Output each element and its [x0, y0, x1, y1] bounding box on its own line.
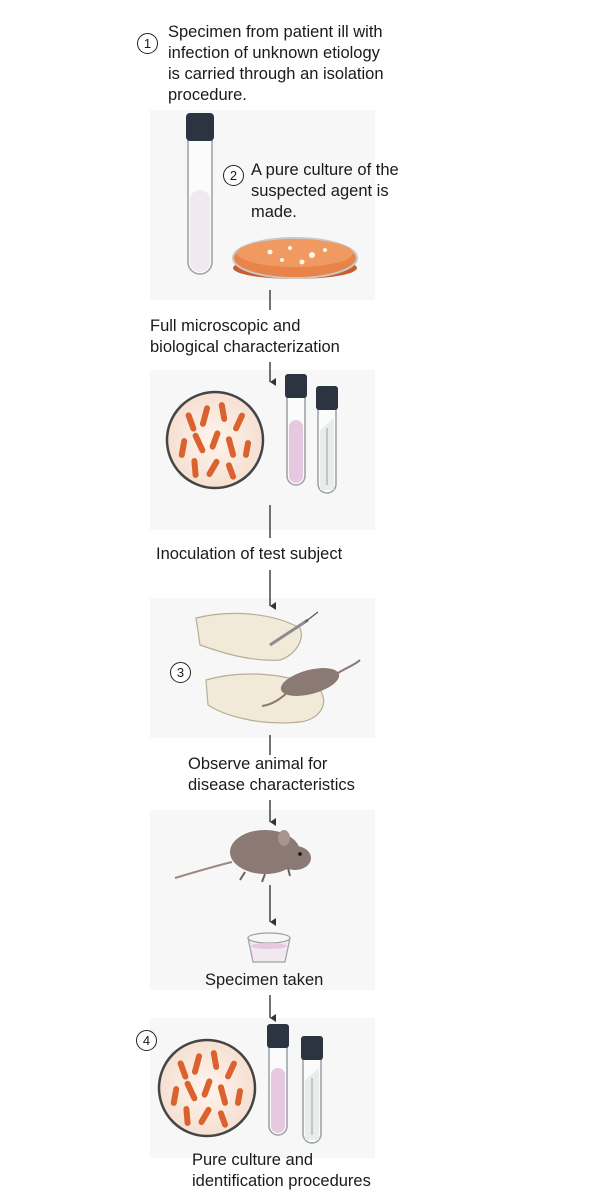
mouse-illustration	[174, 830, 311, 883]
microscope-view-bacteria-final	[157, 1038, 257, 1138]
step-number-2: 2	[223, 165, 244, 186]
specimen-cup	[247, 932, 291, 963]
final-label: Pure culture and identification procedur…	[192, 1151, 371, 1190]
inoculation-label: Inoculation of test subject	[156, 545, 343, 563]
step-number-4: 4	[136, 1030, 157, 1051]
petri-dish	[232, 237, 358, 279]
step-2-text: A pure culture of the suspected agent is…	[251, 161, 399, 221]
inoculation-hands-illustration	[195, 611, 361, 724]
test-tube-slant	[316, 386, 338, 494]
test-tube-pink	[285, 374, 307, 486]
microscope-view-bacteria	[165, 390, 265, 490]
observe-label: Observe animal for disease characteristi…	[188, 755, 355, 794]
step-number-3: 3	[170, 662, 191, 683]
test-tube-specimen	[186, 113, 214, 275]
test-tube-slant-final	[301, 1036, 323, 1144]
test-tube-pink-final	[267, 1024, 289, 1136]
specimen-taken-label: Specimen taken	[205, 971, 324, 989]
step-1-text: Specimen from patient ill with infection…	[168, 23, 384, 104]
step-number-1: 1	[137, 33, 158, 54]
characterization-label: Full microscopic and biological characte…	[150, 317, 340, 356]
